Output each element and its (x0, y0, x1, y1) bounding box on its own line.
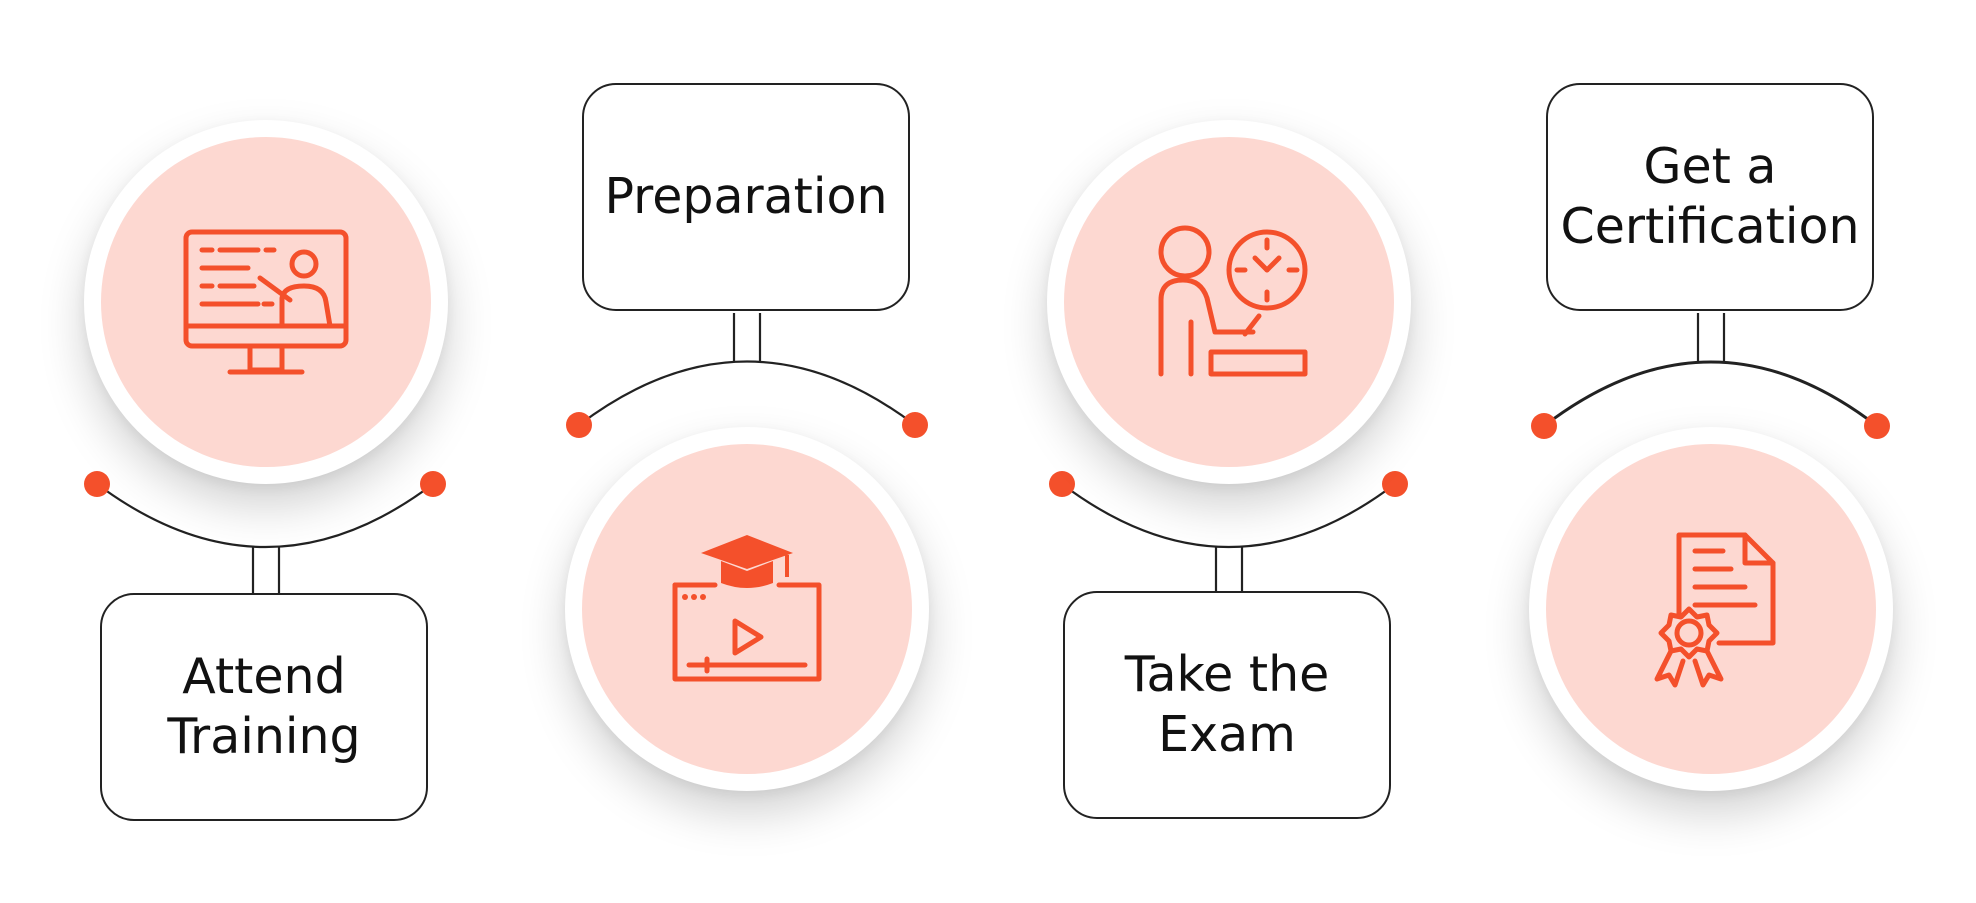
step-4-circle-fill (1546, 444, 1876, 774)
step-1-label: Attend Training (167, 648, 361, 765)
connector-arc-2 (578, 360, 916, 426)
step-2-label: Preparation (604, 168, 888, 225)
step-1-label-box: Attend Training (100, 593, 428, 821)
exam-clock-icon (1158, 225, 1308, 377)
step-3-circle (1047, 120, 1411, 484)
step-4-label: Get a Certification (1560, 138, 1860, 255)
step-2-circle-fill (582, 444, 912, 774)
connector-arc-3 (1061, 483, 1396, 549)
connector-stem-4 (1696, 313, 1726, 361)
connector-dot-2a (566, 412, 592, 438)
monitor-teacher-icon (183, 229, 349, 375)
graduation-video-icon (672, 535, 822, 682)
step-2-label-box: Preparation (582, 83, 910, 311)
step-1-circle (84, 120, 448, 484)
step-1-circle-fill (101, 137, 431, 467)
connector-dot-2b (902, 412, 928, 438)
connector-dot-3a (1049, 471, 1075, 497)
connector-stem-2 (732, 313, 762, 361)
certificate-icon (1654, 532, 1776, 688)
connector-arc-4 (1543, 360, 1878, 428)
step-4-circle (1529, 427, 1893, 791)
step-3-label: Take the Exam (1124, 646, 1330, 763)
connector-stem-1 (251, 546, 281, 594)
connector-dot-1b (420, 471, 446, 497)
connector-stem-3 (1214, 546, 1244, 592)
step-3-circle-fill (1064, 137, 1394, 467)
step-2-circle (565, 427, 929, 791)
connector-dot-4b (1864, 413, 1890, 439)
step-4-label-box: Get a Certification (1546, 83, 1874, 311)
connector-dot-1a (84, 471, 110, 497)
connector-dot-3b (1382, 471, 1408, 497)
connector-dot-4a (1531, 413, 1557, 439)
connector-arc-1 (96, 483, 434, 549)
step-3-label-box: Take the Exam (1063, 591, 1391, 819)
